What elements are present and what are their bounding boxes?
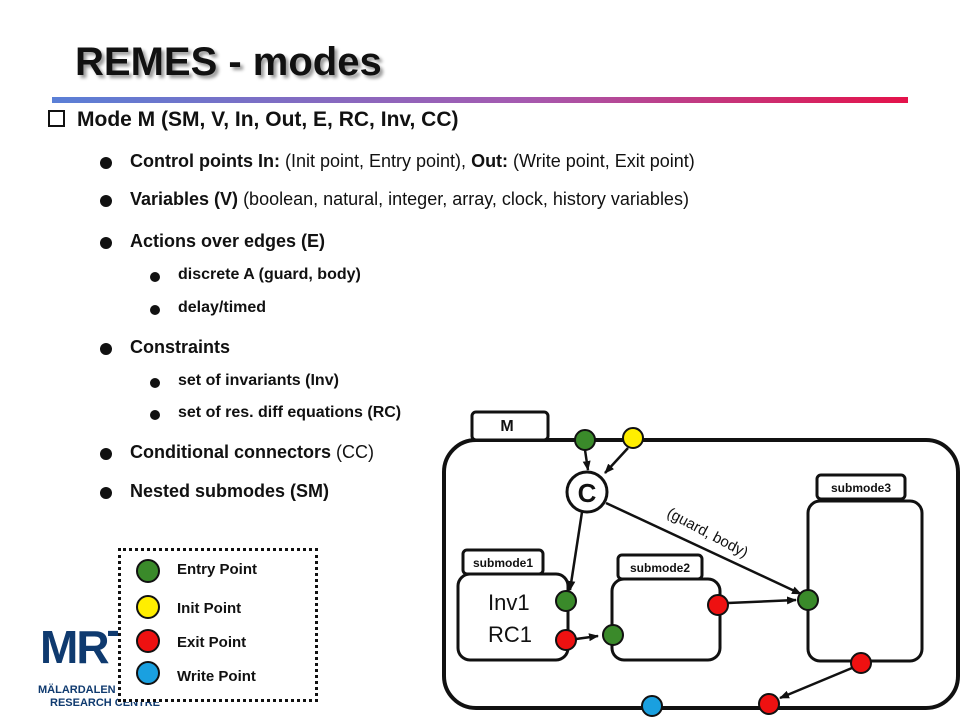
arrow-submode1-to-submode2: [575, 633, 599, 642]
bullet-control-points: Control points In: (Init point, Entry po…: [100, 151, 695, 172]
submode3-tab-label: submode3: [831, 481, 891, 495]
title-underline: [52, 97, 908, 103]
submode1-exit-point-icon: [555, 629, 577, 651]
bullet-variables: Variables (V) (boolean, natural, integer…: [100, 189, 689, 210]
bullet-invariants: set of invariants (Inv): [150, 372, 339, 390]
conditional-connector: [565, 470, 609, 514]
exit-point-icon: [136, 629, 160, 653]
main-bullet-text: Mode M (SM, V, In, Out, E, RC, Inv, CC): [77, 108, 459, 131]
submode1-entry-point-icon: [555, 590, 577, 612]
submode2-box: [610, 577, 722, 662]
submode1-inv: Inv1: [488, 590, 530, 615]
init-point-icon: [136, 595, 160, 619]
submode2-tab-label: submode2: [630, 561, 690, 575]
bullet-dot-icon: [150, 272, 160, 282]
bullet-dot-icon: [100, 237, 112, 249]
submode1-box: [456, 572, 570, 662]
submode3-box: [806, 499, 924, 663]
legend-exit-label: Exit Point: [177, 634, 247, 651]
arrow-entry-to-connector: [582, 449, 591, 471]
connector-label: C: [578, 478, 597, 508]
arrow-connector-to-submode1: [567, 511, 584, 591]
submode2-exit-point-icon: [707, 594, 729, 616]
checkbox-bullet-icon: [48, 110, 65, 127]
mode-tab: [470, 410, 550, 442]
bullet-conditional: Conditional connectors (CC): [100, 442, 374, 463]
arrow-submode2-to-submode3: [727, 596, 797, 605]
mode-write-point-icon: [641, 695, 663, 717]
bullet-dot-icon: [150, 410, 160, 420]
bullet-dot-icon: [150, 305, 160, 315]
arrow-connector-to-submode3: [605, 501, 802, 596]
bullet-constraints: Constraints: [100, 337, 230, 358]
legend: Entry Point Init Point Exit Point Write …: [118, 548, 318, 702]
write-point-icon: [136, 661, 160, 685]
submode3-tab: [815, 473, 907, 501]
bullet-dot-icon: [100, 195, 112, 207]
bullet-nested: Nested submodes (SM): [100, 481, 329, 502]
bullet-dot-icon: [100, 343, 112, 355]
entry-point-icon: [136, 559, 160, 583]
legend-entry-label: Entry Point: [177, 561, 258, 578]
legend-init-label: Init Point: [177, 600, 242, 617]
mode-init-point-icon: [622, 427, 644, 449]
submode1-tab-label: submode1: [473, 556, 533, 570]
mode-entry-point-icon: [574, 429, 596, 451]
mode-exit-point-icon: [758, 693, 780, 715]
bullet-dot-icon: [100, 157, 112, 169]
bullet-actions: Actions over edges (E): [100, 231, 325, 252]
bullet-res-diff: set of res. diff equations (RC): [150, 404, 401, 422]
submode3-entry-point-icon: [797, 589, 819, 611]
submode1-rc: RC1: [488, 622, 532, 647]
arrow-init-to-connector: [604, 447, 629, 474]
mode-tab-label: M: [500, 418, 513, 435]
legend-write-label: Write Point: [177, 668, 256, 685]
main-bullet: Mode M (SM, V, In, Out, E, RC, Inv, CC): [48, 108, 459, 132]
bullet-dot-icon: [150, 378, 160, 388]
bullet-dot-icon: [100, 487, 112, 499]
submode2-entry-point-icon: [602, 624, 624, 646]
bullet-discrete: discrete A (guard, body): [150, 266, 361, 284]
bullet-delay: delay/timed: [150, 299, 266, 317]
bullet-dot-icon: [100, 448, 112, 460]
submode3-exit-point-icon: [850, 652, 872, 674]
arrow-submode3-to-exit: [779, 666, 853, 700]
slide-title: REMES - modes: [75, 40, 382, 84]
